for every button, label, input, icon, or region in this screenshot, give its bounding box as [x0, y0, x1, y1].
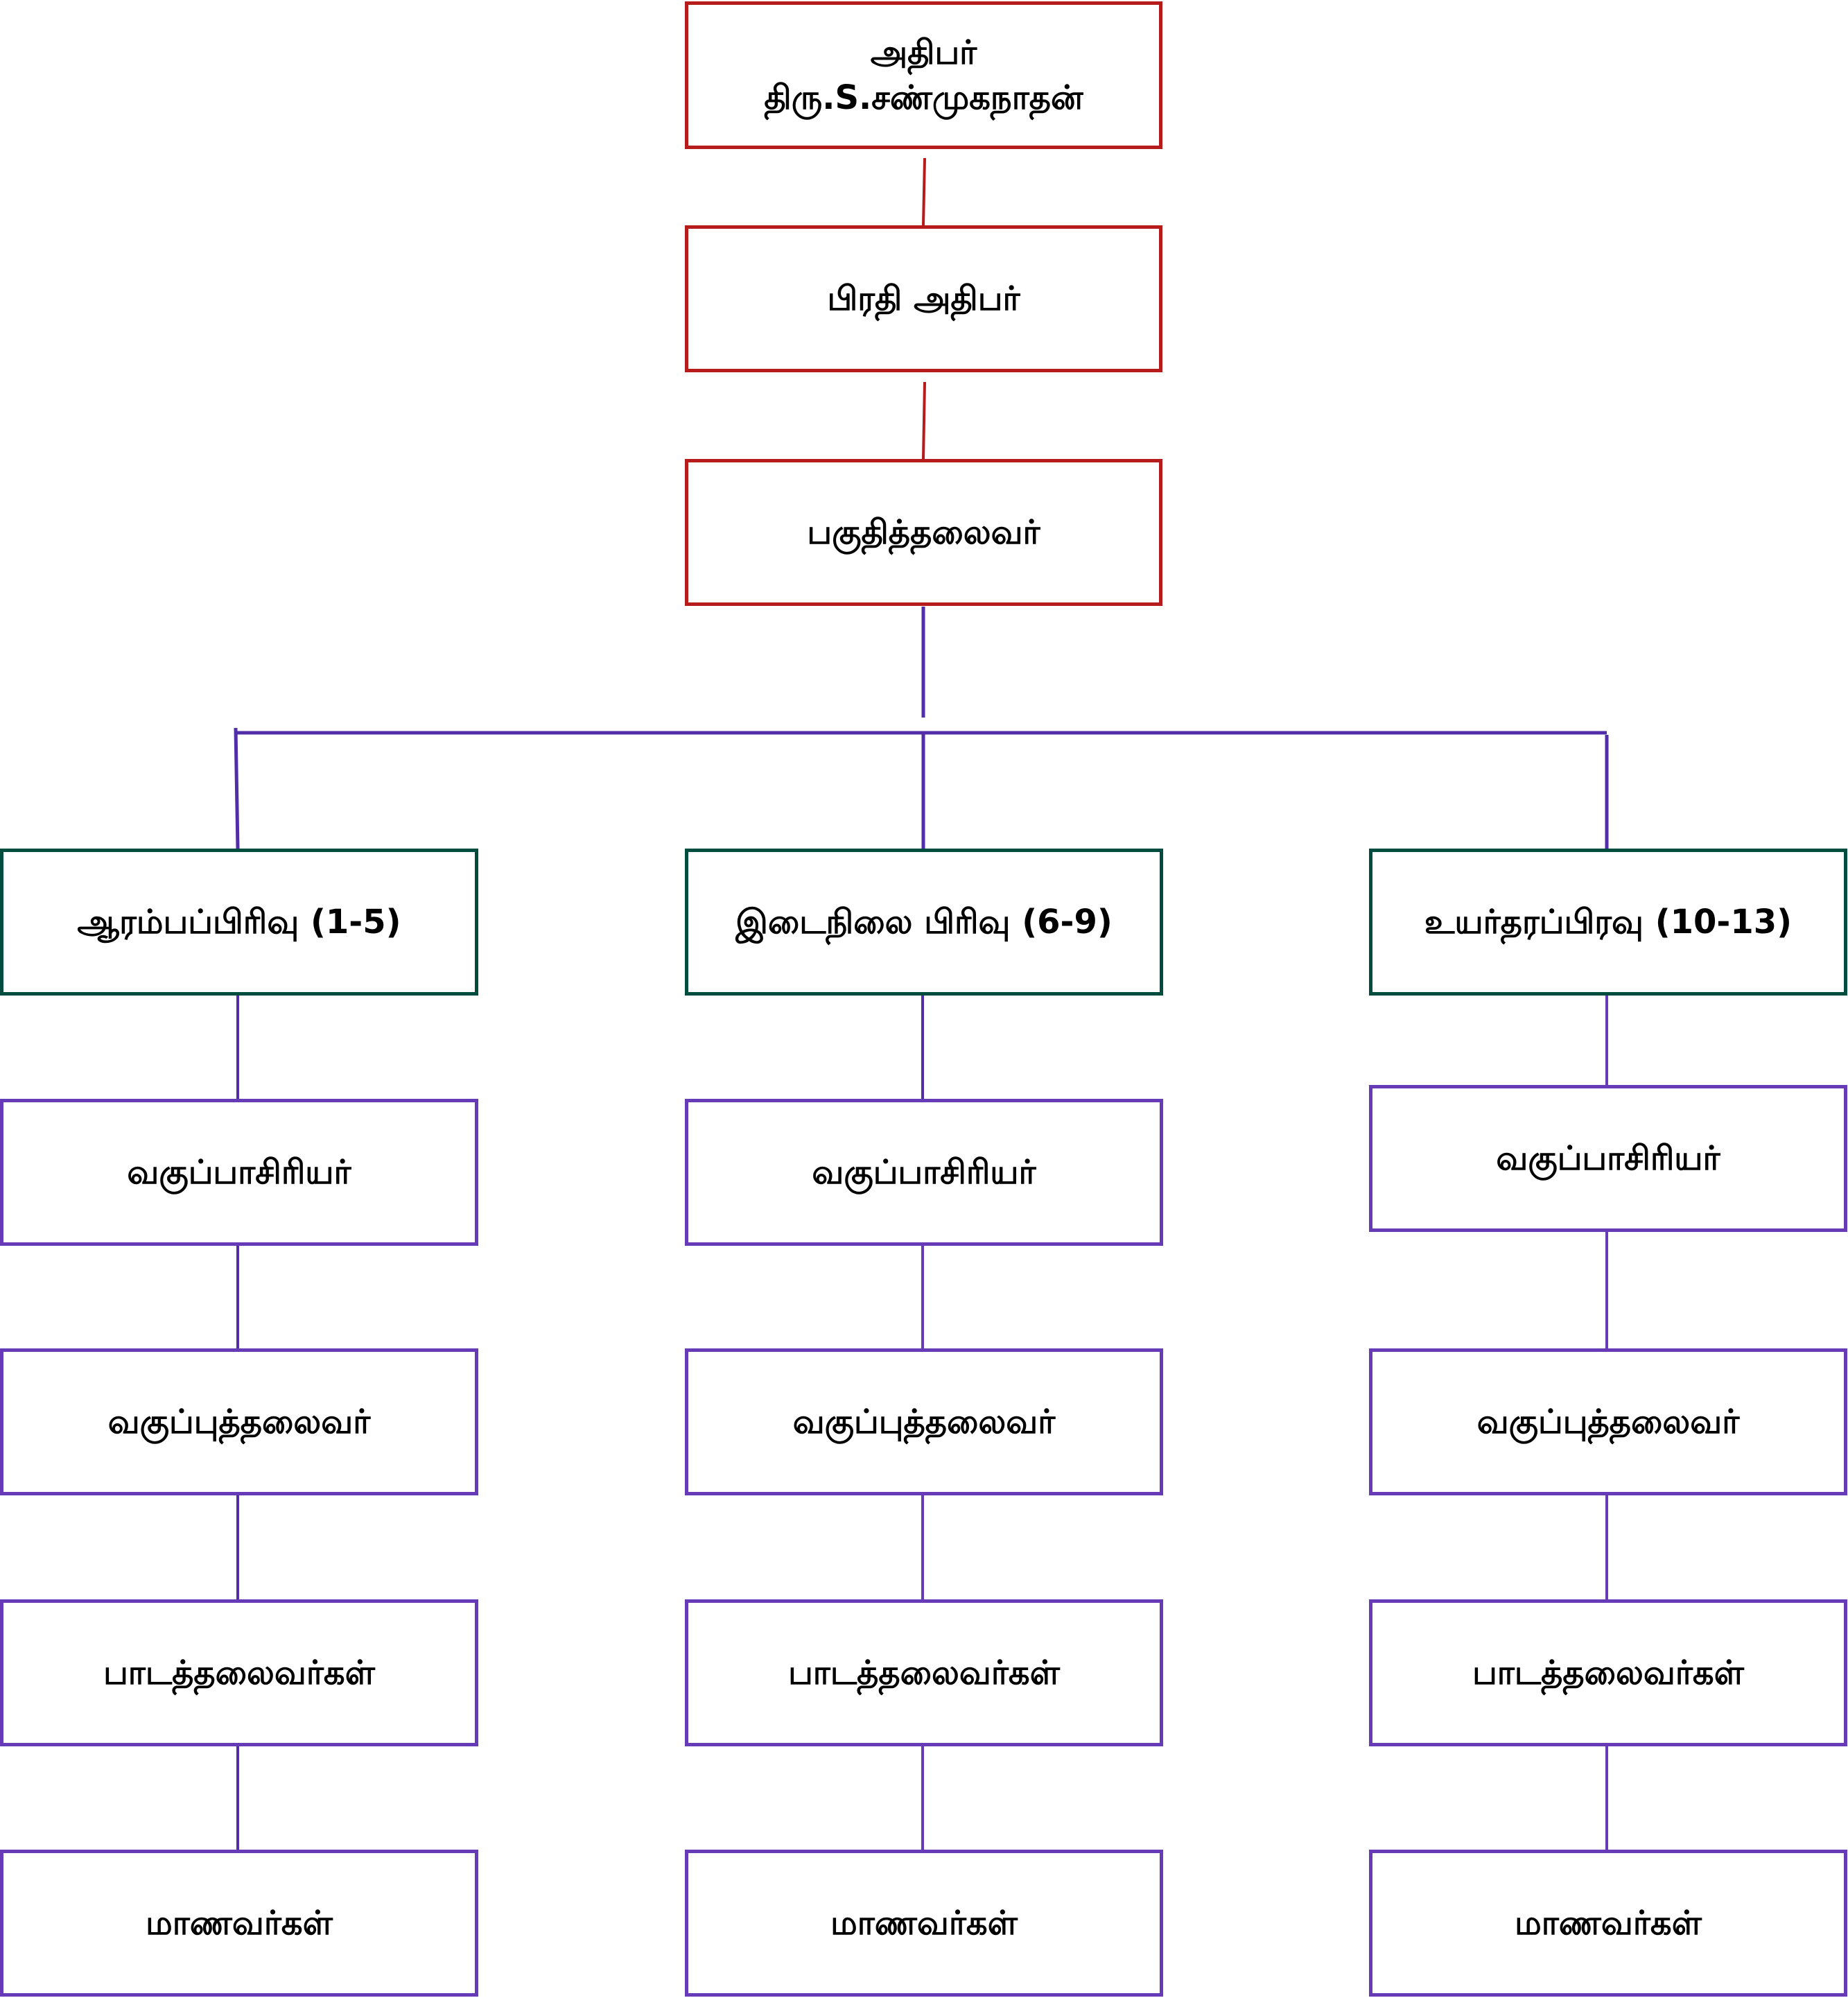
role-box-primary-3: மாணவர்கள் — [0, 1850, 478, 1997]
connector-bus-primary — [234, 727, 240, 849]
principal-title: அதிபர் — [870, 33, 977, 72]
division-box-middle-label: இடைநிலை பிரிவு (6-9) — [735, 902, 1113, 941]
principal-box: அதிபர் திரு.S.சண்முகநாதன் — [685, 1, 1162, 149]
role-box-upper-0-label: வகுப்பாசிரியர் — [1496, 1138, 1720, 1178]
deputy-principal-label: பிரதி அதிபர் — [827, 279, 1020, 318]
connector-deputy-head — [922, 381, 926, 460]
role-box-upper-0: வகுப்பாசிரியர் — [1369, 1085, 1847, 1232]
role-box-primary-2-label: பாடத்தலைவர்கள் — [103, 1653, 375, 1692]
role-box-middle-3-label: மாணவர்கள் — [830, 1903, 1018, 1943]
deputy-principal-box: பிரதி அதிபர் — [685, 225, 1162, 372]
role-box-primary-0-label: வகுப்பாசிரியர் — [127, 1152, 351, 1192]
division-box-upper-label: உயர்தரப்பிரவு (10-13) — [1424, 902, 1793, 941]
division-box-upper: உயர்தரப்பிரவு (10-13) — [1369, 849, 1847, 996]
role-box-middle-1-label: வகுப்புத்தலைவர் — [792, 1402, 1056, 1441]
section-head-label: பகுதித்தலைவர் — [807, 512, 1040, 552]
role-box-upper-2: பாடத்தலைவர்கள் — [1369, 1599, 1847, 1746]
division-box-primary-label: ஆரம்பப்பிரிவு (1-5) — [77, 902, 401, 941]
role-box-middle-2-label: பாடத்தலைவர்கள் — [788, 1653, 1060, 1692]
role-box-upper-3: மாணவர்கள் — [1369, 1850, 1847, 1997]
division-box-middle: இடைநிலை பிரிவு (6-9) — [685, 849, 1163, 996]
role-box-upper-2-label: பாடத்தலைவர்கள் — [1472, 1653, 1744, 1692]
role-box-primary-0: வகுப்பாசிரியர் — [0, 1099, 478, 1246]
connector-principal-deputy — [922, 157, 926, 226]
role-box-primary-2: பாடத்தலைவர்கள் — [0, 1599, 478, 1746]
role-box-middle-0: வகுப்பாசிரியர் — [685, 1099, 1163, 1246]
division-box-primary: ஆரம்பப்பிரிவு (1-5) — [0, 849, 478, 996]
role-box-upper-3-label: மாணவர்கள் — [1515, 1903, 1702, 1943]
role-box-primary-1-label: வகுப்புத்தலைவர் — [107, 1402, 371, 1441]
section-head-box: பகுதித்தலைவர் — [685, 459, 1162, 606]
role-box-primary-1: வகுப்புத்தலைவர் — [0, 1348, 478, 1495]
role-box-upper-1-label: வகுப்புத்தலைவர் — [1476, 1402, 1740, 1441]
role-box-upper-1: வகுப்புத்தலைவர் — [1369, 1348, 1847, 1495]
principal-name: திரு.S.சண்முகநாதன் — [764, 78, 1083, 117]
role-box-middle-1: வகுப்புத்தலைவர் — [685, 1348, 1163, 1495]
role-box-middle-2: பாடத்தலைவர்கள் — [685, 1599, 1163, 1746]
role-box-primary-3-label: மாணவர்கள் — [146, 1903, 333, 1943]
role-box-middle-0-label: வகுப்பாசிரியர் — [812, 1152, 1036, 1192]
role-box-middle-3: மாணவர்கள் — [685, 1850, 1163, 1997]
